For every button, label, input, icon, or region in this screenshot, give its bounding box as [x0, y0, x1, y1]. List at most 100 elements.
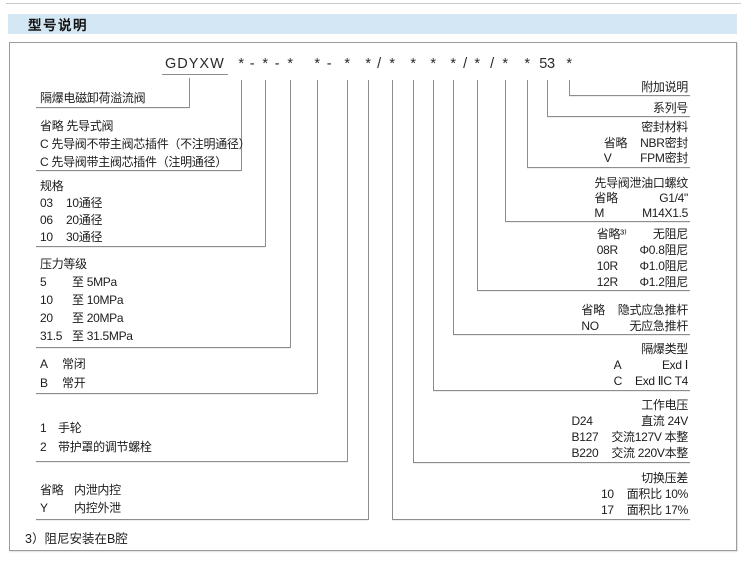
spec-title: 规格 — [40, 179, 64, 193]
spec-code: 17 — [600, 503, 614, 517]
spec-desc: 10通径 — [66, 196, 103, 210]
spec-desc: 带护罩的调节螺栓 — [58, 440, 152, 454]
spec-desc: FPM密封 — [640, 151, 688, 165]
code-separator: - — [274, 56, 280, 72]
left-block-valve-name: 隔爆电磁卸荷溢流阀 — [40, 89, 146, 107]
spec-desc: 直流 24V — [641, 414, 688, 428]
spec-code: 10 — [40, 293, 53, 307]
spec-desc: 至 5MPa — [72, 275, 117, 289]
spec-desc: NBR密封 — [640, 135, 688, 150]
spec-code: 10 — [40, 230, 53, 244]
connector-line — [265, 80, 266, 247]
right-block-additional-notes: 附加说明 — [641, 79, 688, 95]
spec-title: 附加说明 — [641, 80, 688, 94]
code-star: * — [344, 56, 350, 72]
model-code-prefix: GDYXW — [162, 56, 228, 75]
spec-row: 省略 先导式阀 — [40, 119, 114, 133]
spec-code: 10 — [600, 487, 614, 501]
spec-title: 隔爆类型 — [641, 342, 688, 356]
label-underline — [392, 519, 690, 520]
section-header: 型号说明 — [8, 14, 737, 34]
label-underline — [36, 393, 317, 394]
code-star: * — [524, 56, 530, 72]
footnote: 3）阻尼安装在B腔 — [25, 532, 128, 546]
spec-desc: 内控外泄 — [74, 501, 121, 515]
top-divider — [6, 3, 741, 4]
spec-desc: M14X1.5 — [642, 206, 688, 220]
code-star: * — [430, 56, 436, 72]
spec-desc: G1/4" — [659, 191, 688, 205]
spec-desc: 至 10MPa — [72, 293, 124, 307]
spec-desc: 无阻尼 — [652, 227, 688, 241]
code-star: * — [474, 56, 480, 72]
label-underline — [36, 461, 347, 462]
spec-desc: 面积比 10% — [626, 487, 689, 501]
spec-desc: Exd ⅡC T4 — [634, 374, 688, 388]
spec-code: 省略 — [40, 483, 64, 497]
connector-line — [453, 80, 454, 335]
spec-desc: 常闭 — [62, 357, 86, 371]
code-star: * — [287, 56, 293, 72]
connector-line — [433, 80, 434, 391]
label-underline — [413, 462, 690, 463]
connector-line — [413, 80, 414, 463]
label-underline — [477, 290, 690, 291]
code-separator: / — [377, 56, 381, 72]
spec-code: 10R — [596, 259, 618, 273]
spec-code: NO — [581, 319, 599, 333]
spec-code: Y — [40, 501, 48, 515]
label-underline — [453, 334, 690, 335]
code-star: * — [262, 56, 268, 72]
spec-code: B — [40, 376, 48, 390]
spec-code: 省略 — [581, 303, 605, 317]
code-star: * — [566, 56, 572, 72]
code-separator: / — [490, 56, 494, 72]
spec-desc: Φ0.8阻尼 — [639, 243, 689, 257]
spec-code: 1 — [40, 421, 47, 435]
spec-title: 压力等级 — [40, 257, 87, 271]
left-block-drain-control: 省略内泄内控 Y 内控外泄 — [40, 481, 121, 517]
code-star: * — [314, 56, 320, 72]
code-separator: / — [463, 56, 467, 72]
spec-title: 隔爆电磁卸荷溢流阀 — [40, 91, 146, 105]
spec-desc: 至 31.5MPa — [72, 329, 133, 343]
spec-code: B220 — [571, 446, 599, 460]
code-star: * — [389, 56, 395, 72]
spec-desc: 交流 220V本整 — [611, 446, 688, 460]
label-underline — [36, 519, 368, 520]
label-underline — [36, 107, 189, 108]
label-underline — [505, 221, 690, 222]
connector-line — [317, 80, 318, 394]
spec-desc: 隐式应急推杆 — [617, 303, 689, 317]
code-star: * — [365, 56, 371, 72]
spec-row: C 先导阀不带主阀芯插件（不注明通径） — [40, 137, 251, 151]
spec-code: A — [613, 358, 622, 372]
code-separator: - — [326, 56, 332, 72]
spec-row: Y 内控外泄 — [40, 499, 121, 517]
connector-line — [547, 80, 548, 117]
code-separator: 53 — [539, 56, 555, 72]
spec-desc: Φ1.2阻尼 — [639, 275, 689, 289]
spec-code: 12R — [596, 275, 618, 289]
spec-code: 08R — [596, 243, 618, 257]
connector-line — [368, 80, 369, 520]
label-underline — [433, 390, 690, 391]
spec-row: 省略内泄内控 — [40, 481, 121, 499]
connector-line — [505, 80, 506, 222]
connector-line — [290, 80, 291, 348]
